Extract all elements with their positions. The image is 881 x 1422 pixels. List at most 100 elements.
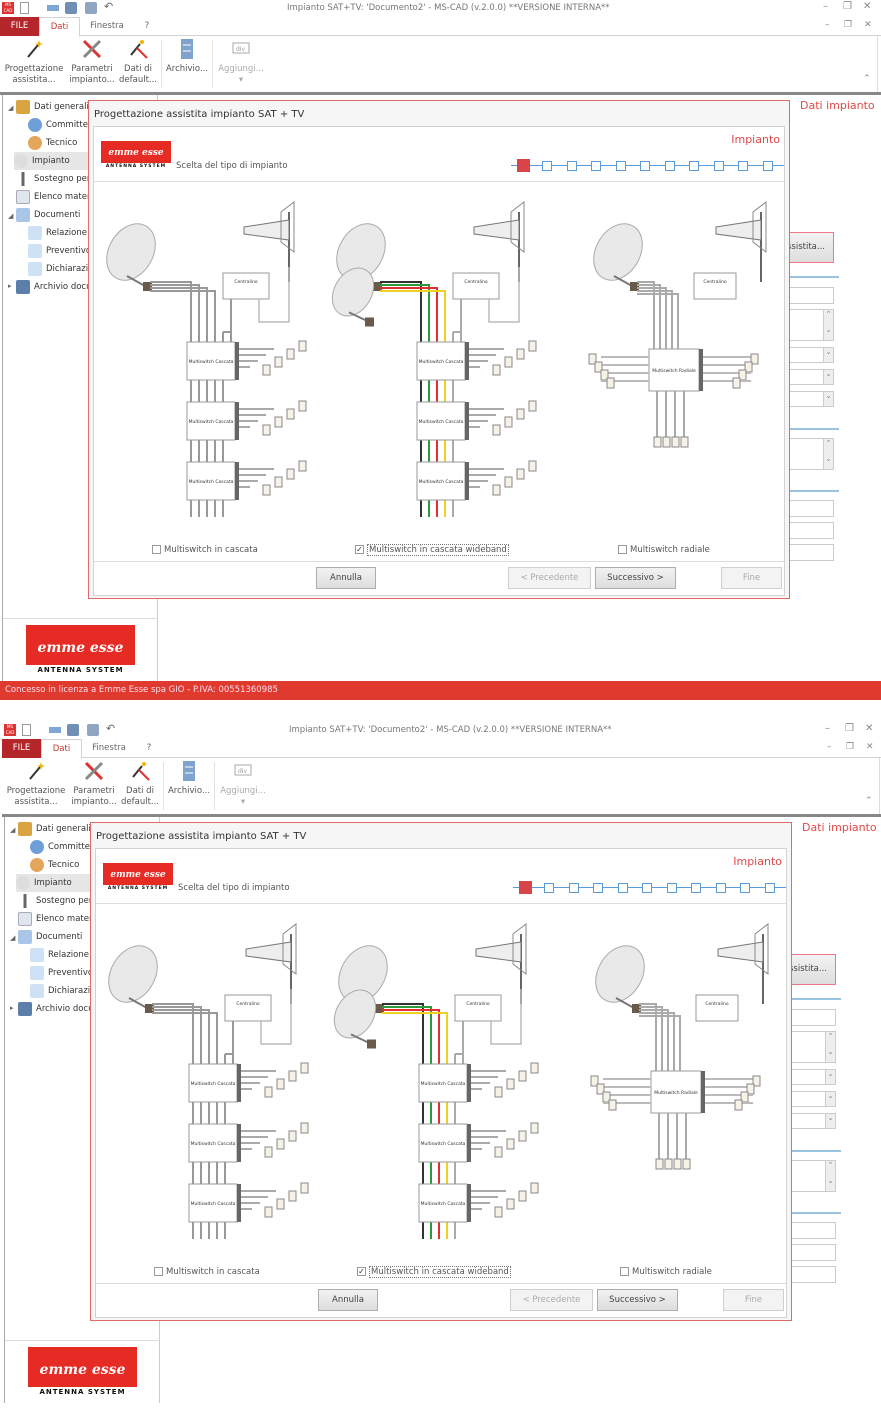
tree-item-archivio-documenti[interactable]: Archivio documenti — [18, 1000, 160, 1018]
tree-item-elenco-materiali[interactable]: Elenco materiali — [18, 910, 160, 928]
previous-button[interactable]: < Precedente — [510, 1289, 593, 1311]
doc-restore-button[interactable]: ❐ — [844, 20, 853, 30]
option-multiswitch-wideband[interactable]: ✓Multiswitch in cascata wideband — [357, 1266, 511, 1278]
tab-finestra[interactable]: Finestra — [92, 743, 126, 753]
tree-item-dichiarazione[interactable]: Dichiarazione — [28, 260, 158, 278]
scrollbar[interactable]: ⌃⌄ — [825, 1032, 835, 1062]
tree-item-tecnico[interactable]: Tecnico — [28, 134, 77, 152]
open-icon[interactable] — [47, 5, 59, 11]
tree-item-documenti[interactable]: Documenti — [16, 206, 80, 224]
cancel-button[interactable]: Annulla — [318, 1289, 378, 1311]
collapse-ribbon-icon[interactable]: ⌃ — [865, 796, 873, 806]
tab-help[interactable]: ? — [146, 743, 152, 753]
collapse-icon[interactable]: ◢ — [10, 826, 16, 834]
option-multiswitch-radiale[interactable]: Multiswitch radiale — [618, 545, 710, 555]
doc-minimize-button[interactable]: – — [825, 20, 830, 30]
archivio-button[interactable]: Archivio... — [167, 760, 211, 797]
tree-item-dati-generali[interactable]: Dati generali — [18, 820, 91, 838]
tree-item-relazione[interactable]: Relazione — [30, 946, 160, 964]
next-button[interactable]: Successivo > — [597, 1289, 678, 1311]
scrollbar[interactable]: ⌃⌄ — [823, 310, 833, 340]
minimize-button[interactable]: – — [825, 723, 830, 734]
svg-text:Multiswitch Cascata: Multiswitch Cascata — [189, 419, 234, 425]
save-icon[interactable] — [67, 724, 79, 736]
archivio-button[interactable]: Archivio... — [165, 38, 209, 75]
tab-finestra[interactable]: Finestra — [90, 21, 124, 31]
tree-item-relazione[interactable]: Relazione — [28, 224, 158, 242]
doc-minimize-button[interactable]: – — [827, 742, 832, 752]
app-icon[interactable]: MS CAD — [2, 2, 14, 14]
doc-close-button[interactable]: ✕ — [866, 742, 874, 752]
checkbox[interactable] — [618, 545, 627, 554]
svg-text:Centralino: Centralino — [705, 1001, 728, 1007]
label-line1: Progettazione — [4, 64, 64, 74]
tree-item-preventivo[interactable]: Preventivo — [30, 964, 160, 982]
tree-item-tecnico[interactable]: Tecnico — [30, 856, 79, 874]
option-multiswitch-cascata[interactable]: Multiswitch in cascata — [154, 1267, 260, 1277]
collapse-icon[interactable]: ◢ — [8, 104, 14, 112]
collapse-icon[interactable]: ◢ — [10, 934, 16, 942]
tree-item-dati-generali[interactable]: Dati generali — [16, 98, 89, 116]
option-multiswitch-radiale[interactable]: Multiswitch radiale — [620, 1267, 712, 1277]
svg-text:Multiswitch Cascata: Multiswitch Cascata — [421, 1141, 466, 1147]
tab-dati[interactable]: Dati — [39, 17, 80, 37]
checkbox[interactable]: ✓ — [355, 545, 364, 554]
print-icon[interactable] — [85, 2, 97, 14]
tree-item-elenco-materiali[interactable]: Elenco materiali — [16, 188, 158, 206]
tab-file[interactable]: FILE — [2, 739, 41, 758]
save-icon[interactable] — [65, 2, 77, 14]
undo-icon[interactable]: ↶ — [104, 0, 114, 13]
doc-restore-button[interactable]: ❐ — [846, 742, 855, 752]
collapse-ribbon-icon[interactable]: ⌃ — [863, 74, 871, 84]
print-icon[interactable] — [87, 724, 99, 736]
tree-item-dichiarazione[interactable]: Dichiarazione — [30, 982, 160, 1000]
cancel-button[interactable]: Annulla — [316, 567, 376, 589]
next-button[interactable]: Successivo > — [595, 567, 676, 589]
checkbox[interactable] — [620, 1267, 629, 1276]
new-document-icon[interactable] — [22, 724, 31, 736]
tree-item-committente[interactable]: Committente — [28, 116, 158, 134]
checkbox[interactable] — [154, 1267, 163, 1276]
window-title: Impianto SAT+TV: 'Documento2' - MS-CAD (… — [289, 725, 612, 735]
undo-icon[interactable]: ↶ — [106, 722, 116, 735]
restore-button[interactable]: ❐ — [845, 723, 854, 734]
option-multiswitch-cascata[interactable]: Multiswitch in cascata — [152, 545, 258, 555]
tab-help[interactable]: ? — [144, 21, 150, 31]
open-icon[interactable] — [49, 727, 61, 733]
app-icon[interactable]: MS CAD — [4, 724, 16, 736]
checkbox[interactable]: ✓ — [357, 1267, 366, 1276]
close-button[interactable]: ✕ — [865, 723, 874, 734]
expand-icon[interactable]: ▸ — [10, 1004, 14, 1012]
finish-button[interactable]: Fine — [721, 567, 782, 589]
restore-button[interactable]: ❐ — [843, 1, 852, 12]
previous-button[interactable]: < Precedente — [508, 567, 591, 589]
new-document-icon[interactable] — [20, 2, 29, 14]
aggiungi-button[interactable]: div Aggiungi...▾ — [218, 760, 268, 808]
checkbox[interactable] — [152, 545, 161, 554]
minimize-button[interactable]: – — [823, 1, 828, 12]
collapse-icon[interactable]: ◢ — [8, 212, 14, 220]
tree-item-documenti[interactable]: Documenti — [18, 928, 82, 946]
close-button[interactable]: ✕ — [863, 1, 872, 12]
aggiungi-button[interactable]: div Aggiungi...▾ — [216, 38, 266, 86]
tree-item-archivio-documenti[interactable]: Archivio documenti — [16, 278, 158, 296]
tree-item-sostegno[interactable]: Sostegno per antenne — [16, 170, 158, 188]
tab-file[interactable]: FILE — [0, 17, 39, 36]
label-line2: impianto... — [69, 75, 115, 85]
scrollbar[interactable]: ⌃⌄ — [825, 1161, 835, 1191]
expand-icon[interactable]: ▸ — [8, 282, 12, 290]
scrollbar[interactable]: ⌃⌄ — [823, 439, 833, 469]
option-multiswitch-wideband[interactable]: ✓Multiswitch in cascata wideband — [355, 544, 509, 556]
tree-item-committente[interactable]: Committente — [30, 838, 160, 856]
tab-dati[interactable]: Dati — [41, 739, 82, 759]
doc-close-button[interactable]: ✕ — [864, 20, 872, 30]
tree-item-preventivo[interactable]: Preventivo — [28, 242, 158, 260]
finish-button[interactable]: Fine — [723, 1289, 784, 1311]
tree-item-sostegno[interactable]: Sostegno per antenne — [18, 892, 160, 910]
